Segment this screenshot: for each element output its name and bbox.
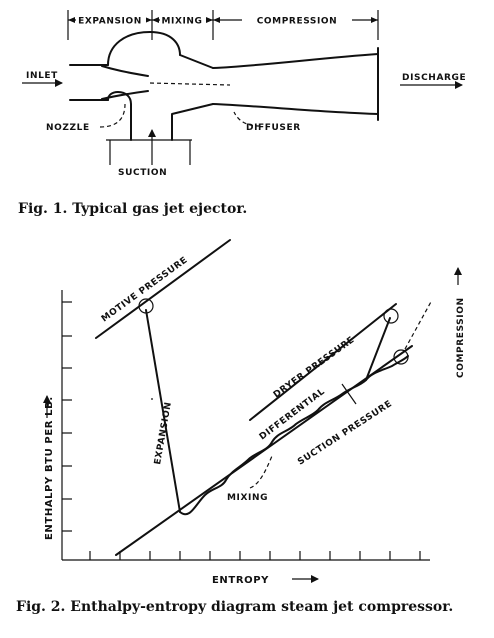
discharge-label: DISCHARGE (402, 73, 466, 83)
figure-2-caption: Fig. 2. Enthalpy-entropy diagram steam j… (16, 599, 453, 615)
compression-label: COMPRESSION (456, 297, 466, 378)
nozzle-label: NOZZLE (46, 123, 90, 133)
x-axis (62, 551, 430, 561)
figure-1-caption: Fig. 1. Typical gas jet ejector. (18, 201, 247, 217)
mixing-leader (249, 455, 273, 489)
ejector-body (69, 31, 379, 141)
x-axis-label: ENTROPY (212, 575, 269, 586)
expansion-line (145, 309, 181, 513)
suction-pressure-label: SUCTION PRESSURE (296, 399, 394, 468)
y-axis-label: ENTHALPY BTU PER LB. (44, 396, 55, 540)
figure-1-ejector: EXPANSION MIXING COMPRESSION (18, 10, 466, 217)
differential-arrow (341, 383, 357, 405)
differential-label: DIFFERENTIAL (258, 387, 327, 443)
dryer-pressure-line (249, 303, 397, 421)
compression-dashed (404, 299, 433, 350)
figure-2-enthalpy-entropy: ENTROPY ENTHALPY BTU PER LB. MOTIVE PRES… (16, 239, 466, 615)
motive-pressure-line (95, 239, 231, 339)
mixing-section-label: MIXING (161, 17, 202, 27)
expansion-section-label: EXPANSION (78, 17, 142, 27)
motive-pressure-label: MOTIVE PRESSURE (100, 255, 190, 324)
inlet-label: INLET (26, 71, 58, 81)
compression-line (365, 317, 391, 381)
diffuser-label: DIFFUSER (246, 123, 301, 133)
mixing-curve (179, 355, 409, 516)
y-axis (61, 290, 72, 560)
suction-label: SUCTION (118, 168, 167, 178)
section-dimension-bar (67, 10, 379, 40)
diffuser-leader (233, 111, 261, 127)
discharge-state-point (393, 349, 409, 365)
nozzle-leader (99, 103, 126, 128)
dryer-state-point (383, 308, 399, 324)
mixing-label: MIXING (227, 493, 268, 503)
compression-section-label: COMPRESSION (257, 17, 338, 27)
